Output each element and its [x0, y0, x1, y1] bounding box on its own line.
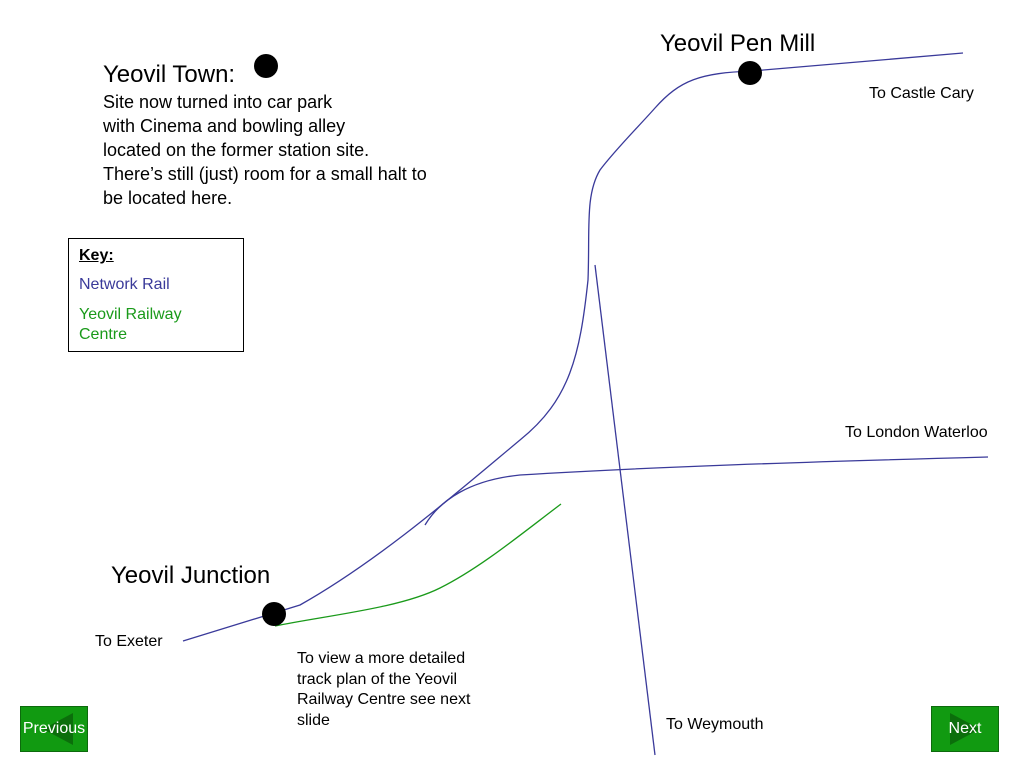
destination-exeter: To Exeter — [95, 633, 163, 650]
track-london-waterloo — [424, 456, 989, 526]
next-button[interactable]: Next — [931, 706, 999, 752]
next-button-label: Next — [948, 720, 982, 737]
yeovil-town-title: Yeovil Town: — [103, 61, 236, 88]
destination-london-waterloo: To London Waterloo — [845, 424, 988, 441]
note-line: To view a more detailed — [297, 650, 466, 667]
note-line: Railway Centre see next — [297, 691, 471, 708]
description-line: There’s still (just) room for a small ha… — [103, 164, 427, 184]
arrow-left-icon — [43, 713, 73, 745]
station-marker-yeovil-town — [254, 54, 278, 78]
note-line: slide — [297, 711, 330, 729]
description-line: located on the former station site. — [103, 140, 370, 160]
track-railway-centre — [274, 503, 562, 627]
key-network-rail: Network Rail — [79, 276, 170, 293]
station-marker-yeovil-pen-mill — [738, 61, 762, 85]
previous-button-label: Previous — [22, 720, 86, 737]
yeovil-town-description: Site now turned into car park with Cinem… — [103, 90, 427, 210]
description-line: with Cinema and bowling alley — [103, 116, 346, 136]
previous-button[interactable]: Previous — [20, 706, 88, 752]
detailed-plan-note: To view a more detailed track plan of th… — [297, 649, 470, 731]
description-line: Site now turned into car park — [103, 92, 333, 112]
note-line: track plan of the Yeovil — [297, 670, 458, 688]
destination-castle-cary: To Castle Cary — [869, 85, 974, 102]
key-title: Key: — [79, 247, 114, 264]
key-railway-centre: Yeovil Railway Centre — [79, 306, 182, 343]
destination-weymouth: To Weymouth — [666, 716, 764, 733]
yeovil-pen-mill-title: Yeovil Pen Mill — [660, 30, 816, 57]
arrow-right-icon — [950, 713, 980, 745]
station-marker-yeovil-junction — [262, 602, 286, 626]
track-weymouth — [594, 264, 656, 756]
description-line: be located here. — [103, 188, 233, 208]
map-key: Key: Network Rail Yeovil Railway Centre — [68, 238, 244, 352]
yeovil-junction-title: Yeovil Junction — [111, 562, 271, 589]
